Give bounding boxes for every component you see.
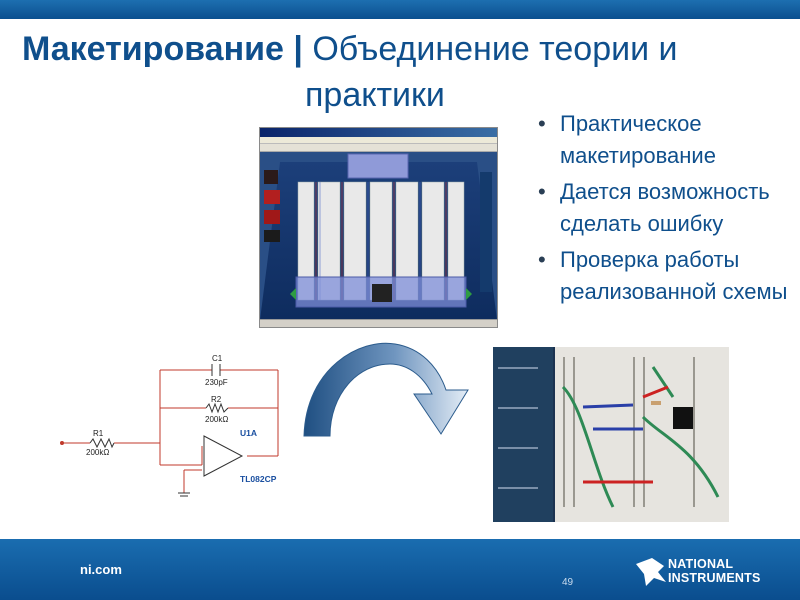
title-bold-part: Макетирование |	[22, 30, 303, 68]
r2-label: R2	[211, 395, 222, 404]
logo-line1: NATIONAL	[668, 557, 734, 571]
app-menubar	[260, 137, 497, 144]
r1-value: 200kΩ	[86, 448, 109, 457]
ni-eagle-logo-icon	[636, 558, 666, 586]
r2-value: 200kΩ	[205, 415, 228, 424]
logo-line2: INSTRUMENTS	[668, 571, 761, 585]
top-header-bar	[0, 0, 800, 19]
c1-label: C1	[212, 354, 223, 363]
virtual-breadboard-canvas	[260, 152, 497, 320]
bullet-item: Дается возможность сделать ошибку	[536, 176, 798, 240]
bullet-item: Проверка работы реализованной схемы	[536, 244, 798, 308]
app-statusbar	[260, 319, 497, 327]
ni-logo-text: NATIONAL INSTRUMENTS	[668, 557, 760, 585]
slide-title: Макетирование | Объединение теории и пра…	[22, 26, 722, 118]
bottom-footer-bar	[0, 539, 800, 600]
app-titlebar	[260, 128, 497, 137]
app-toolbar	[260, 144, 497, 152]
footer-site-link[interactable]: ni.com	[80, 562, 122, 577]
opamp-name: U1A	[240, 428, 257, 438]
breadboard-photo	[493, 347, 729, 522]
bullet-list: Практическое макетирование Дается возмож…	[536, 108, 798, 312]
curved-arrow-icon	[303, 342, 469, 437]
title-rest-line1: Объединение теории и	[302, 30, 678, 68]
c1-value: 230pF	[205, 378, 228, 387]
bullet-item: Практическое макетирование	[536, 108, 798, 172]
breadboard-software-screenshot	[259, 127, 498, 328]
page-number: 49	[562, 577, 574, 588]
opamp-schematic: C1 230pF R2 200kΩ R1 200kΩ U1A TL082CP	[60, 354, 279, 497]
r1-label: R1	[93, 429, 104, 438]
opamp-part: TL082CP	[240, 474, 277, 484]
title-rest-line2: практики	[305, 76, 445, 114]
